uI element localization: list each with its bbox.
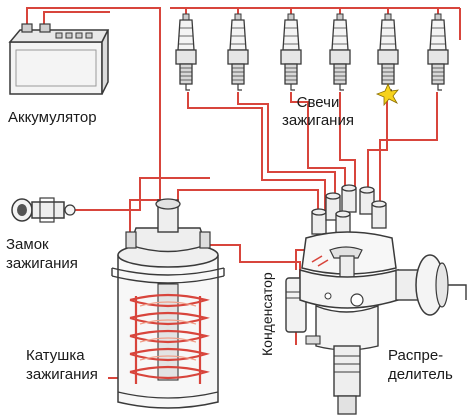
spark-plugs <box>175 13 449 107</box>
spark-plug <box>427 13 449 91</box>
plug-wire-5 <box>367 92 388 195</box>
distributor-label-line2: делитель <box>388 366 453 383</box>
plug-wire-2 <box>237 92 336 200</box>
ignition-switch <box>11 197 76 223</box>
distributor-label-line1: Распре- <box>388 347 444 364</box>
spark-plug <box>280 13 302 91</box>
battery <box>8 23 110 95</box>
battery-label: Аккумулятор <box>8 110 97 126</box>
ignition-coil <box>111 198 225 409</box>
coil-label-line2: зажигания <box>26 366 98 383</box>
spark-plugs-label-line1: Свечи <box>296 94 340 111</box>
distributor <box>299 184 467 415</box>
wiring <box>26 7 461 379</box>
distributor-label: Распре- делитель <box>388 346 453 384</box>
spark-plug <box>175 13 197 91</box>
spark-plug <box>377 13 399 91</box>
plug-wire-3 <box>290 92 346 195</box>
plug-wire-4 <box>339 92 356 192</box>
plug-wire-6 <box>379 92 438 205</box>
ignition-switch-label-line2: зажигания <box>6 255 78 272</box>
spark-plug <box>329 13 351 91</box>
condenser-label: Конденсатор <box>259 272 275 356</box>
battery-label-text: Аккумулятор <box>8 109 97 126</box>
spark-plug <box>227 13 249 91</box>
battery-ground-wire <box>43 11 110 28</box>
plug-wire-1 <box>187 92 326 210</box>
switch-wire <box>75 177 210 211</box>
ignition-switch-label-line1: Замок <box>6 236 49 253</box>
coil-hv-wire <box>177 189 319 230</box>
spark-plugs-label: Свечи зажигания <box>270 94 366 130</box>
plug-top-wires <box>170 7 461 40</box>
spark-icon <box>375 82 399 107</box>
coil-label-line1: Катушка <box>26 347 85 364</box>
spark-plugs-label-line2: зажигания <box>282 112 354 129</box>
ignition-switch-label: Замок зажигания <box>6 235 78 273</box>
coil-label: Катушка зажигания <box>26 346 98 384</box>
